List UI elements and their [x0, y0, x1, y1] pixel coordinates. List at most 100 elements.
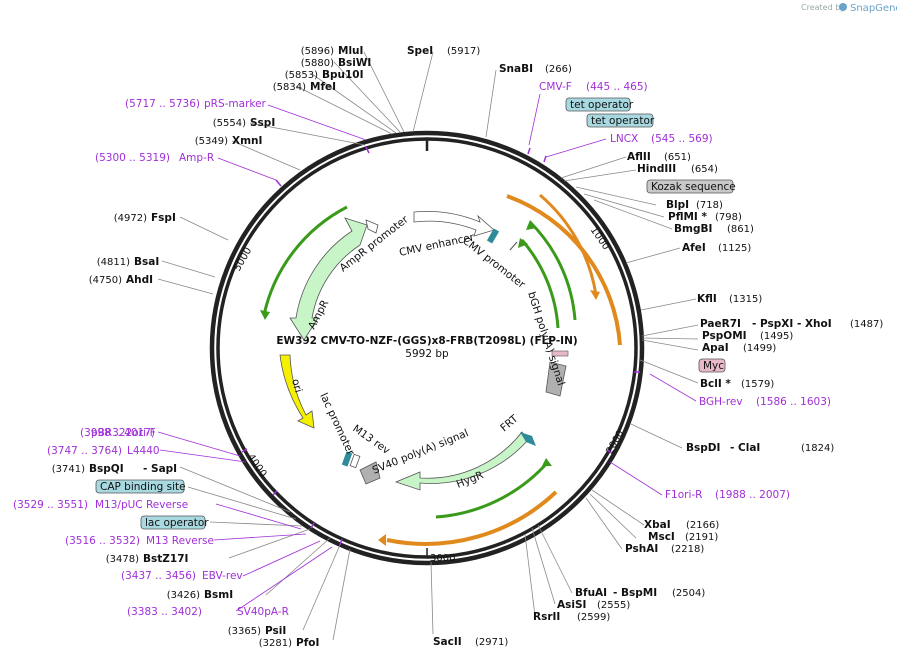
- site-name-7: BsaI: [134, 256, 159, 268]
- primer-name-7: SV40pA-R: [237, 606, 289, 618]
- site-name-19: PflMI *: [668, 211, 707, 223]
- primer-range-10: (1586 .. 1603): [756, 396, 831, 408]
- site-pos-24: (1495): [760, 331, 793, 342]
- site-pos-16: (651): [664, 152, 691, 163]
- site-pos-28: (2166): [686, 520, 719, 531]
- primer-range-4: (3529 .. 3551): [13, 499, 88, 511]
- boxed-label-3: Myc: [703, 360, 724, 372]
- primer-range-2: (3998 .. 4017): [80, 427, 155, 439]
- site-name-18: BlpI: [666, 199, 689, 211]
- site-name-31: BfuAI: [575, 587, 607, 599]
- site-pos-8: (4750): [89, 275, 122, 286]
- primer-range-11: (1988 .. 2007): [715, 489, 790, 501]
- site-name-34: SacII: [433, 636, 462, 648]
- site-name-1: BsiWI: [338, 57, 371, 69]
- site-name-11: BsmI: [204, 589, 233, 601]
- boxed-label-5: lac operator: [145, 517, 209, 529]
- created-by-label: Created by: [801, 3, 845, 12]
- site-pos-13: (3281): [259, 638, 292, 649]
- site-name-29: MscI: [648, 531, 675, 543]
- site-pos-15: (266): [545, 64, 572, 75]
- site-pos-29: (2191): [685, 532, 718, 543]
- boxed-label-1: tet operator: [591, 115, 655, 127]
- primer-name-5: M13 Reverse: [146, 535, 214, 547]
- site-name-5: XmnI: [232, 135, 262, 147]
- green-arrowhead-2: [518, 238, 528, 248]
- site-name-22: KflI: [697, 293, 717, 305]
- primer-range-8: (445 .. 465): [586, 81, 648, 93]
- site-name-15: SnaBI: [499, 63, 533, 75]
- site-name-14: SpeI: [407, 45, 433, 57]
- site-pos-23: (1487): [850, 319, 883, 330]
- hygr-feature: [394, 431, 529, 491]
- site-extra-9: - SapI: [143, 463, 177, 475]
- orange-arc-bottom: [386, 490, 558, 546]
- green-arrowhead-1: [526, 220, 537, 230]
- myc-marker: [551, 350, 569, 357]
- green-arrowhead-bottom: [542, 458, 552, 466]
- tick-2000: 2000: [604, 429, 626, 457]
- primer-name-3: L4440: [127, 445, 160, 457]
- primer-name-6: EBV-rev: [202, 570, 243, 582]
- primer-name-11: F1ori-R: [665, 489, 702, 501]
- site-name-23: PaeR7I: [700, 318, 741, 330]
- tet-operator-marker: [486, 228, 500, 244]
- plasmid-size: 5992 bp: [405, 348, 449, 360]
- boxed-bg-4: [95, 479, 185, 494]
- site-name-20: BmgBI: [674, 223, 712, 235]
- site-name-3: MfeI: [310, 81, 336, 93]
- site-extra-23: - PspXI - XhoI: [752, 318, 832, 330]
- cmv-feature: [413, 211, 495, 237]
- site-pos-11: (3426): [167, 590, 200, 601]
- label-frt: FRT: [498, 413, 521, 435]
- primer-name-10: BGH-rev: [699, 396, 743, 408]
- lac-promoter-marker: [349, 453, 361, 469]
- site-pos-26: (1579): [741, 379, 774, 390]
- site-pos-14: (5917): [447, 46, 480, 57]
- site-pos-10: (3478): [106, 554, 139, 565]
- green-arrowhead-left: [260, 310, 270, 320]
- brand-label: SnapGene: [850, 3, 897, 14]
- primer-range-0: (5717 .. 5736): [125, 98, 200, 110]
- site-pos-9: (3741): [52, 464, 85, 475]
- site-pos-27: (1824): [801, 443, 834, 454]
- primer-range-6: (3437 .. 3456): [121, 570, 196, 582]
- site-name-28: XbaI: [644, 519, 671, 531]
- site-pos-3: (5834): [273, 82, 306, 93]
- site-name-16: AflII: [627, 151, 651, 163]
- site-pos-6: (4972): [114, 213, 147, 224]
- site-extra-31: - BspMI: [613, 587, 657, 599]
- primer-name-8: CMV-F: [539, 81, 572, 93]
- label-ori: ori: [289, 378, 304, 394]
- primer-range-3: (3747 .. 3764): [47, 445, 122, 457]
- boxed-bg-1: [586, 113, 654, 128]
- site-name-30: PshAI: [625, 543, 658, 555]
- site-pos-34: (2971): [475, 637, 508, 648]
- kozak-marker: [509, 241, 518, 251]
- site-name-25: ApaI: [702, 342, 729, 354]
- orange-arrowhead-1: [590, 290, 600, 300]
- site-pos-12: (3365): [228, 626, 261, 637]
- ampr-feature: [289, 217, 368, 341]
- boxed-bg-5: [140, 515, 206, 530]
- site-pos-30: (2218): [671, 544, 704, 555]
- boxed-bg-0: [565, 97, 631, 112]
- site-name-6: FspI: [151, 212, 176, 224]
- primer-range-1: (5300 .. 5319): [95, 152, 170, 164]
- primer-range-9: (545 .. 569): [651, 133, 713, 145]
- site-name-0: MluI: [338, 45, 363, 57]
- green-arc-2: [520, 239, 560, 329]
- green-arc-bottom: [435, 461, 550, 519]
- site-pos-0: (5896): [301, 46, 334, 57]
- leader-lines: [157, 51, 699, 641]
- site-name-33: RsrII: [533, 611, 560, 623]
- site-pos-32: (2555): [597, 600, 630, 611]
- ori-feature: [279, 354, 315, 429]
- site-name-26: BclI *: [700, 378, 731, 390]
- site-name-17: HindIII: [637, 163, 676, 175]
- orange-arc-2: [539, 193, 598, 296]
- primer-name-1: Amp-R: [179, 152, 214, 164]
- lac-operator-marker: [341, 451, 353, 467]
- site-pos-19: (798): [715, 212, 742, 223]
